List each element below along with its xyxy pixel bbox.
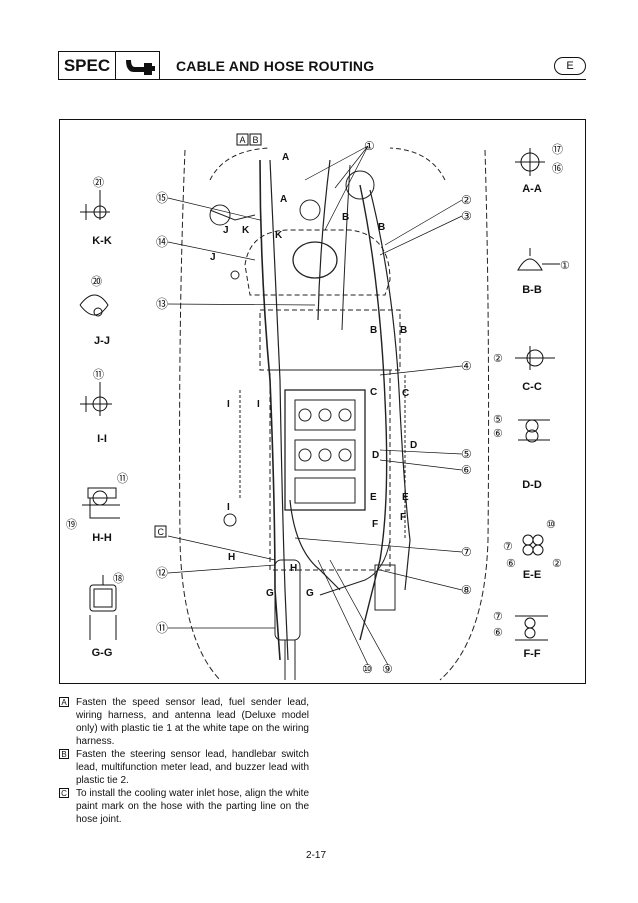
- section-mark-g2: G: [306, 588, 314, 599]
- section-mark-e2: E: [402, 492, 409, 503]
- note-a: A Fasten the speed sensor lead, fuel sen…: [59, 696, 309, 748]
- engine-block: [284, 389, 366, 511]
- view-label-c-c: C-C: [522, 381, 542, 393]
- top-mark-b: B: [253, 135, 259, 145]
- view-e-callout-10: ⑩: [546, 519, 556, 531]
- view-label-e-e: E-E: [523, 569, 541, 581]
- section-mark-g: G: [266, 588, 274, 599]
- left-section-views: [79, 190, 120, 640]
- note-c: C To install the cooling water inlet hos…: [59, 787, 309, 826]
- section-mark-c: C: [370, 387, 377, 398]
- section-mark-a2: A: [280, 194, 287, 205]
- view-label-a-a: A-A: [522, 183, 542, 195]
- view-label-j-j: J-J: [94, 335, 110, 347]
- section-mark-k2: K: [275, 230, 283, 241]
- page-title: CABLE AND HOSE ROUTING: [176, 58, 375, 74]
- callout-13: ⑬: [156, 297, 168, 311]
- section-mark-h2: H: [290, 563, 297, 574]
- view-label-h-h: H-H: [92, 532, 112, 544]
- section-mark-i3: I: [227, 502, 230, 513]
- callout-7: ⑦: [461, 545, 472, 559]
- hull-outline: [179, 149, 221, 681]
- callout-8: ⑧: [461, 583, 472, 597]
- section-mark-i2: I: [257, 399, 260, 410]
- view-e-callout-7: ⑦: [503, 541, 513, 553]
- section-mark-d2: D: [372, 450, 379, 461]
- section-mark-c2: C: [402, 388, 409, 399]
- section-mark-f2: F: [400, 512, 406, 523]
- note-text-a: Fasten the speed sensor lead, fuel sende…: [76, 697, 309, 747]
- note-c-mark: C: [158, 527, 165, 537]
- language-badge: E: [554, 57, 586, 75]
- wrench-icon: [126, 60, 155, 75]
- view-label-b-b: B-B: [522, 284, 542, 296]
- note-text-c: To install the cooling water inlet hose,…: [76, 788, 309, 825]
- view-label-d-d: D-D: [522, 479, 542, 491]
- note-mark-c: C: [59, 788, 69, 798]
- right-section-views: [515, 148, 560, 641]
- section-mark-b2: B: [378, 222, 385, 233]
- section-mark-h: H: [228, 552, 235, 563]
- callout-15: ⑮: [156, 191, 168, 205]
- view-h-callout-11: ⑪: [117, 472, 128, 485]
- note-b: B Fasten the steering sensor lead, handl…: [59, 748, 309, 787]
- top-mark-a: A: [240, 135, 246, 145]
- view-j-callout-20: ⑳: [91, 275, 102, 288]
- note-mark-b: B: [59, 749, 69, 759]
- view-e-callout-6: ⑥: [506, 558, 516, 570]
- section-mark-j: J: [223, 225, 229, 236]
- view-a-callout-17: ⑰: [552, 143, 563, 156]
- section-mark-d: D: [410, 440, 417, 451]
- callout-14: ⑭: [156, 235, 168, 249]
- header-rule: [160, 79, 586, 80]
- view-c-callout-2: ②: [493, 353, 503, 365]
- callout-11: ⑪: [156, 621, 168, 635]
- callout-9: ⑨: [382, 662, 393, 676]
- view-label-k-k: K-K: [92, 235, 112, 247]
- cable-bundle: [259, 159, 281, 661]
- view-e-callout-2: ②: [552, 558, 562, 570]
- routing-diagram-frame: A B C A A B B B B C C D D E E F F G G H …: [59, 119, 586, 684]
- page-number: 2-17: [306, 850, 327, 861]
- section-mark-b: B: [342, 212, 349, 223]
- callout-5: ⑤: [461, 447, 472, 461]
- callout-12: ⑫: [156, 566, 168, 580]
- section-mark-a: A: [282, 152, 289, 163]
- callout-4: ④: [461, 359, 472, 373]
- instruction-notes: A Fasten the speed sensor lead, fuel sen…: [59, 696, 309, 826]
- view-label-i-i: I-I: [97, 433, 107, 445]
- spec-label: SPEC: [58, 51, 116, 80]
- view-k-callout-21: ㉑: [93, 176, 104, 189]
- section-mark-j2: J: [210, 252, 216, 263]
- routing-diagram: A B C A A B B B B C C D D E E F F G G H …: [66, 133, 570, 681]
- view-d-callout-6: ⑥: [493, 428, 503, 440]
- section-mark-f: F: [372, 519, 378, 530]
- callout-10: ⑩: [362, 662, 373, 676]
- view-a-callout-16: ⑯: [552, 162, 563, 175]
- wrench-icon-box: [116, 51, 160, 80]
- callout-3: ③: [461, 209, 472, 223]
- callout-2: ②: [461, 193, 472, 207]
- view-d-callout-5: ⑤: [493, 414, 503, 426]
- page-header: SPEC CABLE AND HOSE ROUTING E: [58, 51, 586, 82]
- view-label-g-g: G-G: [92, 647, 113, 659]
- note-text-b: Fasten the steering sensor lead, handleb…: [76, 749, 309, 786]
- view-f-callout-7: ⑦: [493, 611, 503, 623]
- view-f-callout-6: ⑥: [493, 627, 503, 639]
- section-mark-k: K: [242, 225, 250, 236]
- view-i-callout-11: ⑪: [93, 368, 104, 381]
- note-mark-a: A: [59, 697, 69, 707]
- view-g-callout-18: ⑱: [113, 572, 124, 585]
- fuel-tank: [292, 241, 338, 279]
- section-mark-i: I: [227, 399, 230, 410]
- callout-1: ①: [364, 139, 375, 153]
- section-mark-b3: B: [370, 325, 377, 336]
- view-h-callout-19: ⑲: [66, 518, 77, 531]
- callout-6: ⑥: [461, 463, 472, 477]
- section-mark-e: E: [370, 492, 377, 503]
- view-b-callout-1: ①: [560, 260, 570, 272]
- view-label-f-f: F-F: [523, 648, 540, 660]
- section-mark-b4: B: [400, 325, 407, 336]
